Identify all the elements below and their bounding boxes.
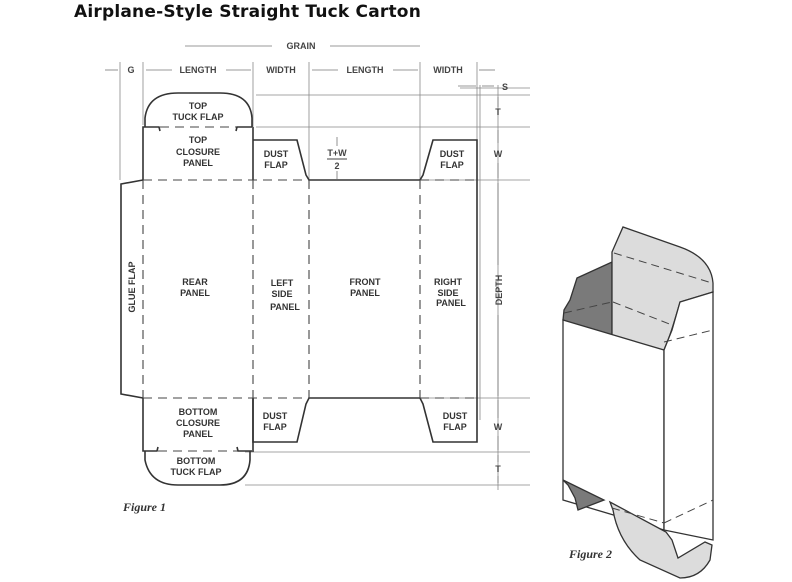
svg-text:RIGHT: RIGHT <box>434 277 463 287</box>
top-left-dust-flap-label: DUST FLAP <box>264 149 289 170</box>
svg-text:DUST: DUST <box>263 411 288 421</box>
dim-width-2: WIDTH <box>433 65 463 75</box>
panel-labels: TOP TUCK FLAP TOP CLOSURE PANEL DUST FLA… <box>127 101 468 477</box>
bottom-dust-flap-3d <box>562 479 606 511</box>
bottom-tuck-flap-label: BOTTOM TUCK FLAP <box>171 456 222 477</box>
dim-width-1: WIDTH <box>266 65 296 75</box>
figure-2-caption: Figure 2 <box>568 547 612 561</box>
bottom-tuck-flap-outline <box>144 451 251 486</box>
dim-t-bottom: T <box>495 464 501 474</box>
svg-text:PANEL: PANEL <box>270 302 300 312</box>
top-dimensions: G LENGTH WIDTH LENGTH WIDTH <box>105 65 495 75</box>
dieline-cut <box>120 92 478 486</box>
dim-w-bottom: W <box>494 422 503 432</box>
svg-text:FRONT: FRONT <box>350 277 381 287</box>
bottom-right-dust-flap-label: DUST FLAP <box>443 411 468 432</box>
svg-text:PANEL: PANEL <box>183 429 213 439</box>
glue-flap-outline <box>120 179 144 399</box>
bottom-closure-panel-label: BOTTOM CLOSURE PANEL <box>176 407 220 439</box>
svg-text:DUST: DUST <box>440 149 465 159</box>
svg-text:FLAP: FLAP <box>440 160 464 170</box>
figure-2-carton <box>562 226 714 579</box>
svg-text:SIDE: SIDE <box>437 288 458 298</box>
tw-formula: T+W 2 <box>327 137 347 179</box>
svg-text:TOP: TOP <box>189 101 207 111</box>
bottom-left-dust-flap-label: DUST FLAP <box>263 411 288 432</box>
rear-panel-label: REAR PANEL <box>180 277 210 298</box>
page-title: Airplane-Style Straight Tuck Carton <box>74 2 421 22</box>
top-tuck-flap-outline <box>144 92 253 127</box>
top-closure-panel-label: TOP CLOSURE PANEL <box>176 135 220 168</box>
formula-denominator: 2 <box>334 161 339 171</box>
grain-dimension: GRAIN <box>185 41 420 51</box>
svg-text:SIDE: SIDE <box>271 289 292 299</box>
left-side-panel-label: LEFT SIDE PANEL <box>270 278 300 312</box>
right-dimensions: S T W DEPTH W T <box>458 82 508 483</box>
top-tuck-flap-label: TOP TUCK FLAP <box>173 101 224 122</box>
svg-text:PANEL: PANEL <box>350 288 380 298</box>
svg-text:DUST: DUST <box>443 411 468 421</box>
dim-t-top: T <box>495 107 501 117</box>
svg-text:BOTTOM: BOTTOM <box>177 456 216 466</box>
svg-text:LEFT: LEFT <box>271 278 294 288</box>
svg-text:CLOSURE: CLOSURE <box>176 147 220 157</box>
svg-text:TOP: TOP <box>189 135 207 145</box>
svg-text:BOTTOM: BOTTOM <box>179 407 218 417</box>
formula-numerator: T+W <box>327 148 347 158</box>
svg-text:REAR: REAR <box>182 277 208 287</box>
svg-text:FLAP: FLAP <box>443 422 467 432</box>
svg-text:DUST: DUST <box>264 149 289 159</box>
svg-text:FLAP: FLAP <box>263 422 287 432</box>
svg-text:FLAP: FLAP <box>264 160 288 170</box>
svg-text:TUCK FLAP: TUCK FLAP <box>173 112 224 122</box>
top-left-dust-flap-outline <box>253 139 310 181</box>
glue-flap-label: GLUE FLAP <box>127 262 137 313</box>
dim-depth: DEPTH <box>494 275 504 306</box>
front-panel-label: FRONT PANEL <box>350 277 381 298</box>
svg-text:PANEL: PANEL <box>180 288 210 298</box>
dim-length-1: LENGTH <box>180 65 217 75</box>
dim-w-top: W <box>494 149 503 159</box>
dim-s: S <box>502 82 508 92</box>
bottom-tuck-flap-3d <box>608 500 713 579</box>
side-face <box>663 291 714 541</box>
dieline-folds <box>142 126 477 452</box>
grain-label: GRAIN <box>287 41 316 51</box>
top-right-dust-flap-outline <box>419 139 478 398</box>
svg-text:CLOSURE: CLOSURE <box>176 418 220 428</box>
dim-g: G <box>127 65 134 75</box>
top-right-dust-flap-label: DUST FLAP <box>440 149 465 170</box>
svg-text:TUCK FLAP: TUCK FLAP <box>171 467 222 477</box>
dim-length-2: LENGTH <box>347 65 384 75</box>
figure-1-caption: Figure 1 <box>122 500 166 514</box>
svg-text:PANEL: PANEL <box>436 298 466 308</box>
right-side-panel-label: RIGHT SIDE PANEL <box>434 277 466 308</box>
svg-text:PANEL: PANEL <box>183 158 213 168</box>
bottom-right-dust-flap-outline <box>252 397 478 443</box>
